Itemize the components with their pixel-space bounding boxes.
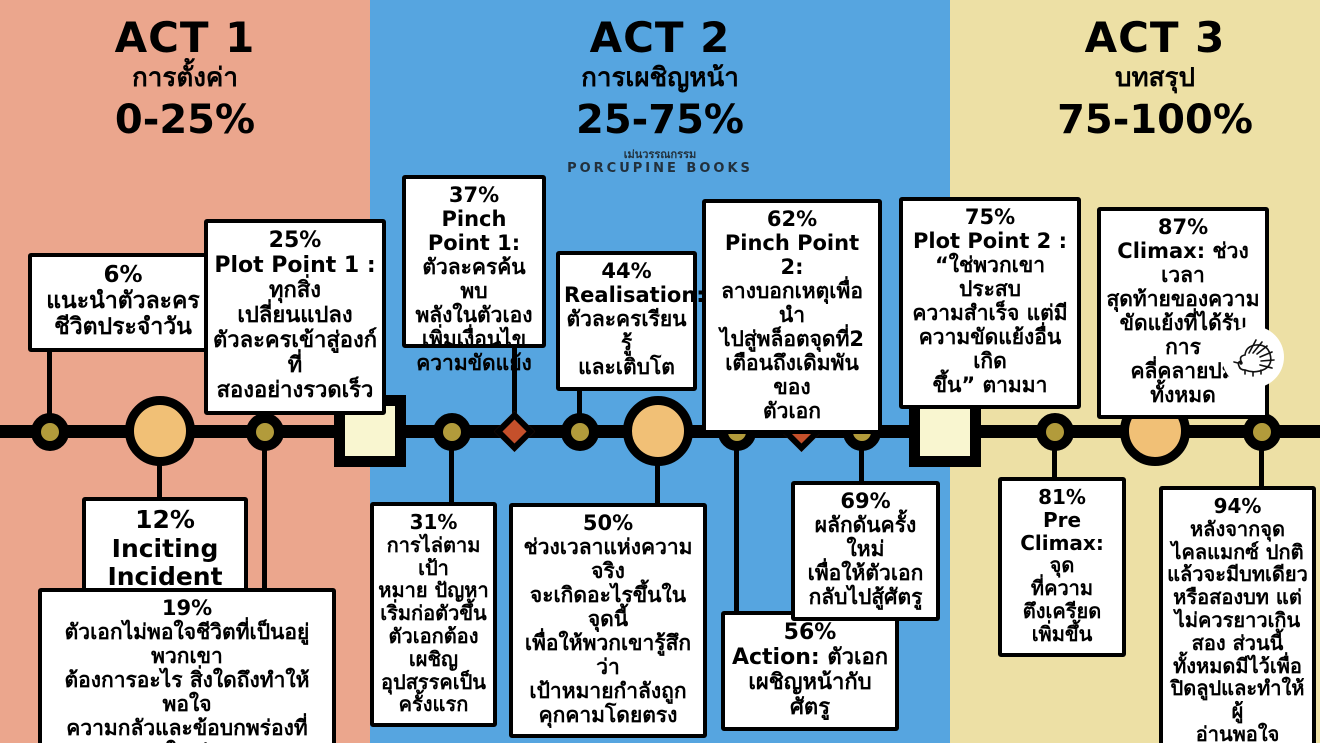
node-6-small-dot [31,413,69,451]
milestone-6-text: แนะนำตัวละคร ชีวิตประจำวัน [46,288,200,341]
act2-subtitle: การเผชิญหน้า [581,63,739,94]
node-31-small-dot [433,413,471,451]
milestone-box-56: 56% Action: ตัวเอก เผชิญหน้ากับศัตรู [721,611,899,732]
connector-56 [734,432,739,614]
act1-title: ACT 1 [114,13,256,62]
milestone-37-percent: 37% [448,183,500,207]
milestone-75-percent: 75% [964,205,1016,229]
milestone-87-percent: 87% [1157,215,1209,239]
node-81-small-dot [1036,413,1074,451]
milestone-56-text: Action: ตัวเอก เผชิญหน้ากับศัตรู [731,645,889,721]
milestone-44-percent: 44% [601,259,652,283]
connector-37 [512,348,517,432]
milestone-44-text: Realisation: ตัวละครเรียนรู้ และเติบโต [564,282,705,379]
milestone-94-text: หลังจากจุด ไคลแมกซ์ ปกติ แล้วจะมีบทเดียว… [1167,516,1308,743]
milestone-box-25: 25% Plot Point 1 : ทุกสิ่งเปลี่ยนแปลง ตั… [204,219,386,415]
milestone-box-19: 19% ตัวเอกไม่พอใจชีวิตที่เป็นอยู่ พวกเขา… [38,588,336,743]
milestone-box-87: 87% Climax: ช่วงเวลา สุดท้ายของความ ขัดแ… [1097,207,1269,419]
milestone-box-12: 12% Inciting Incident [82,497,248,603]
connector-19 [262,432,267,592]
milestone-12-text: Inciting Incident [107,533,223,591]
connector-12 [157,432,162,500]
publisher-logo-badge [1222,326,1284,388]
act1-range: 0-25% [114,97,256,144]
act2-title: ACT 2 [589,13,731,62]
milestone-6-percent: 6% [103,262,143,288]
connector-94 [1259,432,1264,489]
milestone-12-percent: 12% [135,505,195,534]
milestone-box-75: 75% Plot Point 2 : “ใช่พวกเขาประสบ ความส… [899,197,1081,409]
milestone-box-6: 6% แนะนำตัวละคร ชีวิตประจำวัน [28,253,218,352]
milestone-37-text: Pinch Point 1: ตัวละครค้นพบ พลังในตัวเอง… [415,206,533,375]
publisher-thai-name: เม่นวรรณกรรม [623,148,697,161]
connector-81 [1052,432,1057,480]
milestone-62-percent: 62% [766,207,818,231]
milestone-62-text: Pinch Point 2: ลางบอกเหตุเพื่อนำ ไปสู่พล… [719,230,865,423]
milestone-31-text: การไล่ตามเป้า หมาย ปัญหา เริ่มก่อตัวขึ้น… [378,532,489,717]
milestone-box-50: 50% ช่วงเวลาแห่งความจริง จะเกิดอะไรขึ้นใ… [509,503,707,739]
node-44-small-dot [561,413,599,451]
node-94-small-dot [1243,413,1281,451]
act2-header: ACT 2 การเผชิญหน้า 25-75% [370,13,950,144]
milestone-69-percent: 69% [840,489,891,513]
node-19-small-dot [246,413,284,451]
milestone-87-text: Climax: ช่วงเวลา สุดท้ายของความ ขัดแย้งท… [1106,238,1260,407]
connector-69 [859,432,864,484]
act1-header: ACT 1 การตั้งค่า 0-25% [0,13,370,144]
act1-subtitle: การตั้งค่า [132,63,238,94]
publisher-latin-name: PORCUPINE BOOKS [567,161,753,177]
connector-31 [449,432,454,506]
connector-44 [577,353,582,432]
act3-subtitle: บทสรุป [1115,63,1195,94]
milestone-box-37: 37% Pinch Point 1: ตัวละครค้นพบ พลังในตั… [402,175,546,375]
milestone-31-percent: 31% [409,510,458,534]
milestone-19-text: ตัวเอกไม่พอใจชีวิตที่เป็นอยู่ พวกเขา ต้อ… [64,619,310,743]
milestone-box-44: 44% Realisation: ตัวละครเรียนรู้ และเติบ… [556,251,705,391]
connector-50 [655,432,660,507]
publisher-brand: เม่นวรรณกรรม PORCUPINE BOOKS [370,148,950,178]
act3-range: 75-100% [1057,97,1253,144]
milestone-box-69: 69% ผลักดันครั้งใหม่ เพื่อให้ตัวเอก กลับ… [791,481,940,621]
porcupine-icon [1233,339,1275,377]
act2-range: 25-75% [575,97,744,144]
milestone-box-62: 62% Pinch Point 2: ลางบอกเหตุเพื่อนำ ไปส… [702,199,882,435]
milestone-19-percent: 19% [161,596,213,620]
milestone-94-percent: 94% [1213,494,1262,518]
milestone-56-percent: 56% [783,620,837,645]
connector-6 [47,338,52,432]
node-50-big-circle [623,396,693,466]
act3-header: ACT 3 บทสรุป 75-100% [968,13,1320,144]
milestone-69-text: ผลักดันครั้งใหม่ เพื่อให้ตัวเอก กลับไปสู… [807,512,924,609]
milestone-50-percent: 50% [582,511,634,535]
milestone-box-81: 81% Pre Climax: จุด ที่ความ ตึงเครียด เพ… [998,477,1126,657]
act3-title: ACT 3 [1084,13,1226,62]
milestone-box-31: 31% การไล่ตามเป้า หมาย ปัญหา เริ่มก่อตัว… [370,502,497,728]
milestone-81-text: Pre Climax: จุด ที่ความ ตึงเครียด เพิ่มข… [1020,507,1104,646]
milestone-81-percent: 81% [1038,485,1086,509]
milestone-75-text: Plot Point 2 : “ใช่พวกเขาประสบ ความสำเร็… [912,228,1068,397]
milestone-25-text: Plot Point 1 : ทุกสิ่งเปลี่ยนแปลง ตัวละค… [212,253,378,404]
milestone-box-94: 94% หลังจากจุด ไคลแมกซ์ ปกติ แล้วจะมีบทเ… [1159,486,1316,743]
node-12-big-circle [125,396,195,466]
milestone-50-text: ช่วงเวลาแห่งความจริง จะเกิดอะไรขึ้นในจุด… [523,534,693,727]
milestone-25-percent: 25% [268,228,322,253]
